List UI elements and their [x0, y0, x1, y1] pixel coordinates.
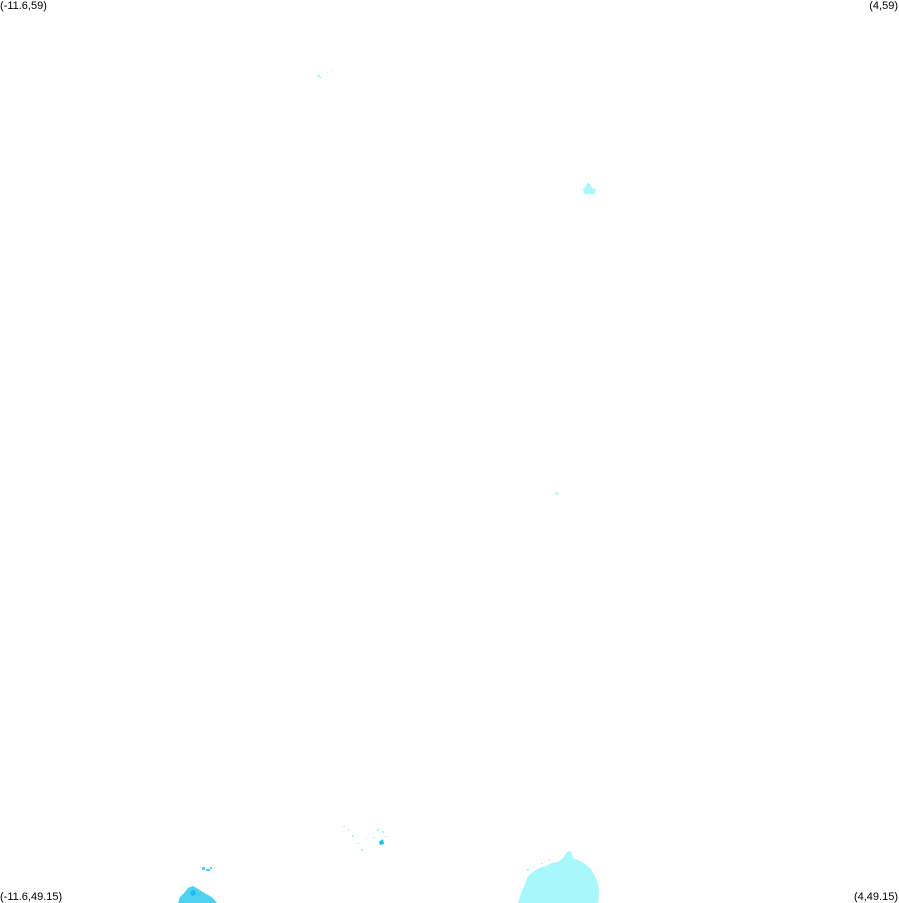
speck-cluster-north [317, 70, 332, 78]
patch-southeast [518, 851, 599, 903]
patch-southwest-small [202, 867, 212, 871]
corner-label-top-left: (-11.6,59) [0, 0, 47, 12]
corner-label-bottom-left: (-11.6,49.15) [0, 891, 63, 903]
speck-mid [554, 492, 559, 495]
corner-label-top-right: (4,59) [869, 0, 898, 12]
speck-cluster-south [343, 826, 387, 851]
patch-southwest [178, 886, 217, 903]
corner-label-bottom-right: (4,49.15) [853, 891, 898, 903]
patch-northeast [583, 182, 596, 195]
